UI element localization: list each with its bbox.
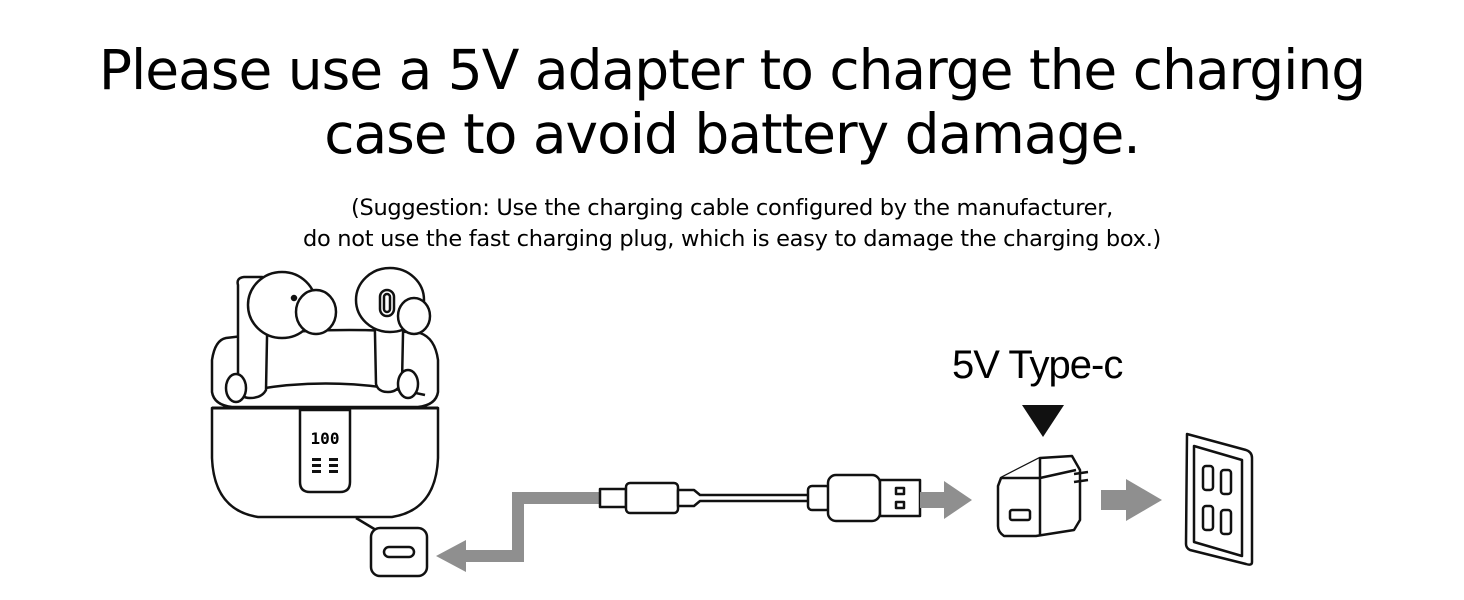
usb-c-port-icon — [355, 516, 429, 578]
flow-arrow-icon — [920, 481, 972, 519]
battery-level-icon — [312, 458, 338, 473]
battery-display: 100 — [311, 429, 340, 448]
earbuds-case-icon — [210, 266, 440, 519]
adapter-label: 5V Type-c — [952, 343, 1123, 387]
suggestion-line-1: (Suggestion: Use the charging cable conf… — [351, 195, 1113, 221]
wall-outlet-icon — [1184, 432, 1254, 566]
headline: Please use a 5V adapter to charge the ch… — [0, 38, 1464, 166]
suggestion-line-2: do not use the fast charging plug, which… — [302, 226, 1162, 252]
down-triangle-icon — [1022, 405, 1064, 437]
wall-adapter-icon — [996, 454, 1089, 538]
headline-line-1: Please use a 5V adapter to charge the ch… — [98, 38, 1366, 102]
usb-cable-icon — [598, 473, 922, 523]
headline-line-2: case to avoid battery damage. — [324, 102, 1141, 166]
flow-arrow-icon — [436, 492, 600, 572]
suggestion-note: (Suggestion: Use the charging cable conf… — [0, 193, 1464, 255]
flow-arrow-icon — [1101, 479, 1162, 521]
